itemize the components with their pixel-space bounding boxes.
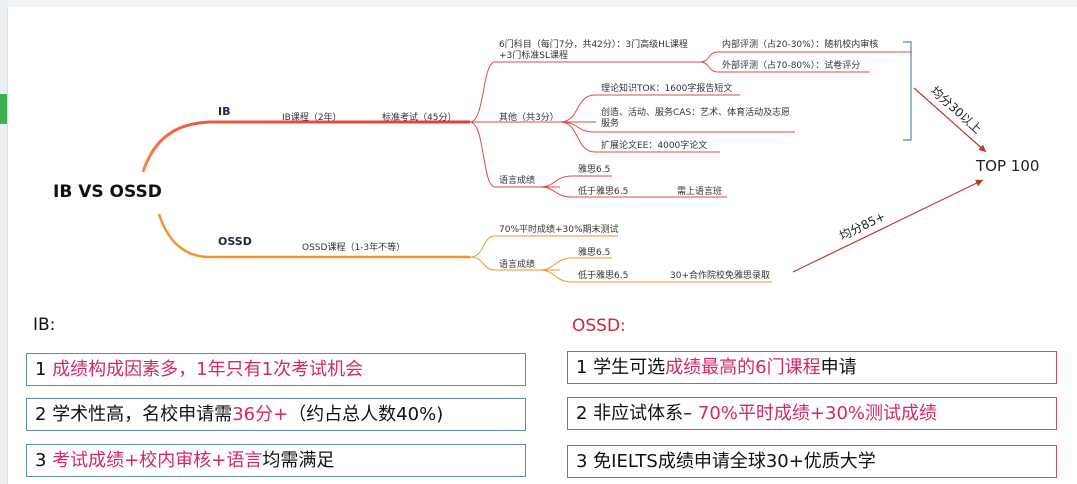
mindmap-root: IB VS OSSD <box>53 182 162 202</box>
ossd-course: OSSD课程（1-3年不等） <box>302 243 406 253</box>
mindmap-connectors <box>141 41 987 283</box>
ib-language: 语言成绩 <box>499 176 536 186</box>
target-top100: TOP 100 <box>976 157 1040 175</box>
ib-point-1: 1 成绩构成因素多，1年只有1次考试机会 <box>26 353 526 386</box>
ib-point-2: 2 学术性高，名校申请需36分+（约占总人数40%) <box>26 398 526 431</box>
branch-ossd: OSSD <box>218 235 252 248</box>
ib-ielts65: 雅思6.5 <box>578 165 611 175</box>
ib-subjects: 6门科目（每门7分，共42分）：3门高级HL课程+3门标准SL课程 <box>499 40 688 61</box>
ossd-grading: 70%平时成绩+30%期末测试 <box>499 225 619 235</box>
ib-bracket <box>903 41 912 141</box>
ossd-below-ielts65: 低于雅思6.5 <box>578 271 629 281</box>
ossd-point-1: 1 学生可选成绩最高的6门课程申请 <box>567 351 1057 384</box>
ib-below-ielts65: 低于雅思6.5 <box>578 187 629 197</box>
ossd-sub-branches <box>469 235 772 283</box>
branch-ib: IB <box>218 105 231 118</box>
ib-point-3: 3 考试成绩+校内审核+语言均需满足 <box>26 444 526 477</box>
left-gutter <box>0 0 8 484</box>
ib-avg-arrow <box>913 87 987 153</box>
top-bar <box>7 0 1077 7</box>
ib-branch-line <box>141 120 470 173</box>
ib-ee: 扩展论文EE：4000字论文 <box>601 141 708 151</box>
gutter-marker <box>0 94 7 124</box>
ib-other: 其他（共3分） <box>499 113 559 123</box>
ib-course: IB课程（2年） <box>282 113 342 123</box>
ib-sub-branches <box>469 51 912 198</box>
ib-cas: 创造、活动、服务CAS：艺术、体育活动及志愿服务 <box>601 108 791 129</box>
ossd-avg-arrow <box>792 179 984 273</box>
ossd-language: 语言成绩 <box>499 260 536 270</box>
ossd-branch-line <box>157 213 470 259</box>
ossd-point-3: 3 免IELTS成绩申请全球30+优质大学 <box>567 445 1057 478</box>
ossd-ielts65: 雅思6.5 <box>578 248 611 258</box>
ib-tok: 理论知识TOK：1600字报告短文 <box>601 84 733 94</box>
ossd-point-2: 2 非应试体系– 70%平时成绩+30%测试成绩 <box>567 397 1057 430</box>
ib-need-language-class: 需上语言班 <box>677 187 723 197</box>
ib-external-assessment: 外部评测（占70-80%）：试卷评分 <box>722 61 861 71</box>
ossd-heading: OSSD: <box>572 316 626 336</box>
ib-internal-assessment: 内部评测（占20-30%）：随机校内审核 <box>722 40 879 50</box>
ib-exam: 标准考试（45分） <box>382 113 457 123</box>
ib-heading: IB: <box>33 315 56 335</box>
ossd-ielts-waiver: 30+合作院校免雅思录取 <box>670 271 770 281</box>
